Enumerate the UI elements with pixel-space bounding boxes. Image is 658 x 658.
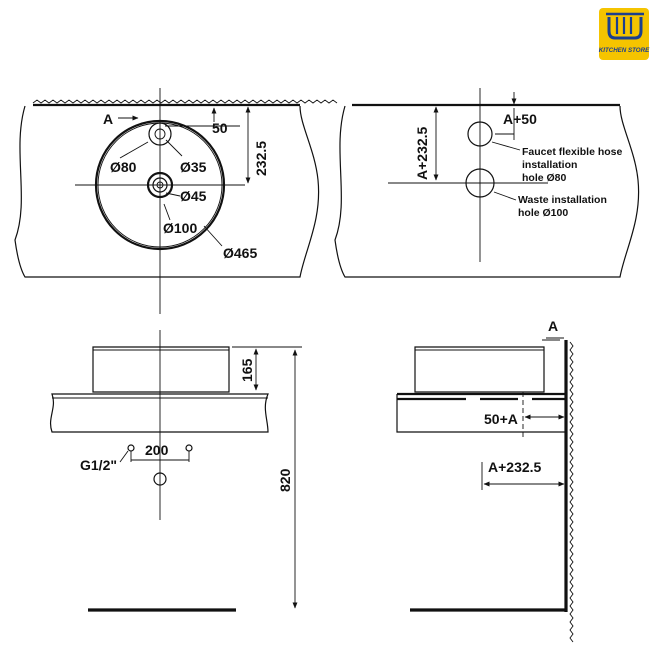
pipe-spacing-label: 200: [145, 442, 169, 458]
depth-label: 232.5: [253, 141, 269, 176]
basin-rim: [94, 119, 226, 251]
faucet-hole: [467, 121, 493, 147]
brand-logo: KITCHEN STORE: [599, 8, 650, 60]
front-elevation-view: 165 820 200 G1/2": [49, 330, 302, 612]
waste-note-line-2: hole Ø100: [518, 207, 568, 219]
water-inlet-left: [127, 444, 135, 452]
faucet-note-line-1: Faucet flexible hose: [522, 146, 623, 158]
drain-outer: [146, 171, 174, 199]
waste-note-line-1: Waste installation: [518, 194, 607, 206]
offset-label: 50: [212, 120, 228, 136]
side-elevation-view: A 50+A A+232.5: [396, 318, 574, 643]
faucet-hole: [148, 122, 172, 146]
top-left-plan-view: A 50 232.5 Ø80 Ø35 Ø45 Ø100 Ø465: [14, 88, 338, 314]
countertop: [396, 394, 566, 433]
depth-label: A+232.5: [414, 126, 430, 180]
cutlery-icon: [606, 12, 644, 40]
drain-label: Ø45: [180, 188, 207, 204]
faucet-inner-hole: [154, 128, 166, 140]
basin-body: [414, 346, 545, 393]
countertop-outline: [334, 105, 640, 278]
drain-middle: [152, 177, 168, 193]
waste-hole: [465, 168, 495, 198]
basin-height-label: 165: [239, 358, 255, 382]
top-right-plan-view: A+232.5 A+50 Faucet flexible hose instal…: [334, 88, 640, 278]
wall-gap-label: A: [548, 318, 558, 334]
water-inlet-right: [185, 444, 193, 452]
drain-offset-label: 50+A: [484, 411, 518, 427]
faucet-note-line-2: installation: [522, 159, 577, 171]
section-marker: A: [103, 111, 113, 127]
basin-body: [92, 346, 230, 393]
depth-label: A+232.5: [488, 459, 542, 475]
countertop: [49, 393, 269, 433]
faucet-hole-label: Ø80: [110, 159, 137, 175]
faucet-note-line-3: hole Ø80: [522, 172, 567, 184]
drain-center: [156, 181, 164, 189]
mount-height-label: 820: [277, 468, 293, 492]
thread-label: G1/2": [80, 457, 117, 473]
basin-label: Ø465: [223, 245, 257, 261]
faucet-inner-label: Ø35: [180, 159, 207, 175]
drain-outer-label: Ø100: [163, 220, 197, 236]
logo-text: KITCHEN STORE: [599, 47, 650, 54]
offset-label: A+50: [503, 111, 537, 127]
countertop-outline: [14, 105, 320, 278]
waste-outlet: [153, 472, 167, 486]
